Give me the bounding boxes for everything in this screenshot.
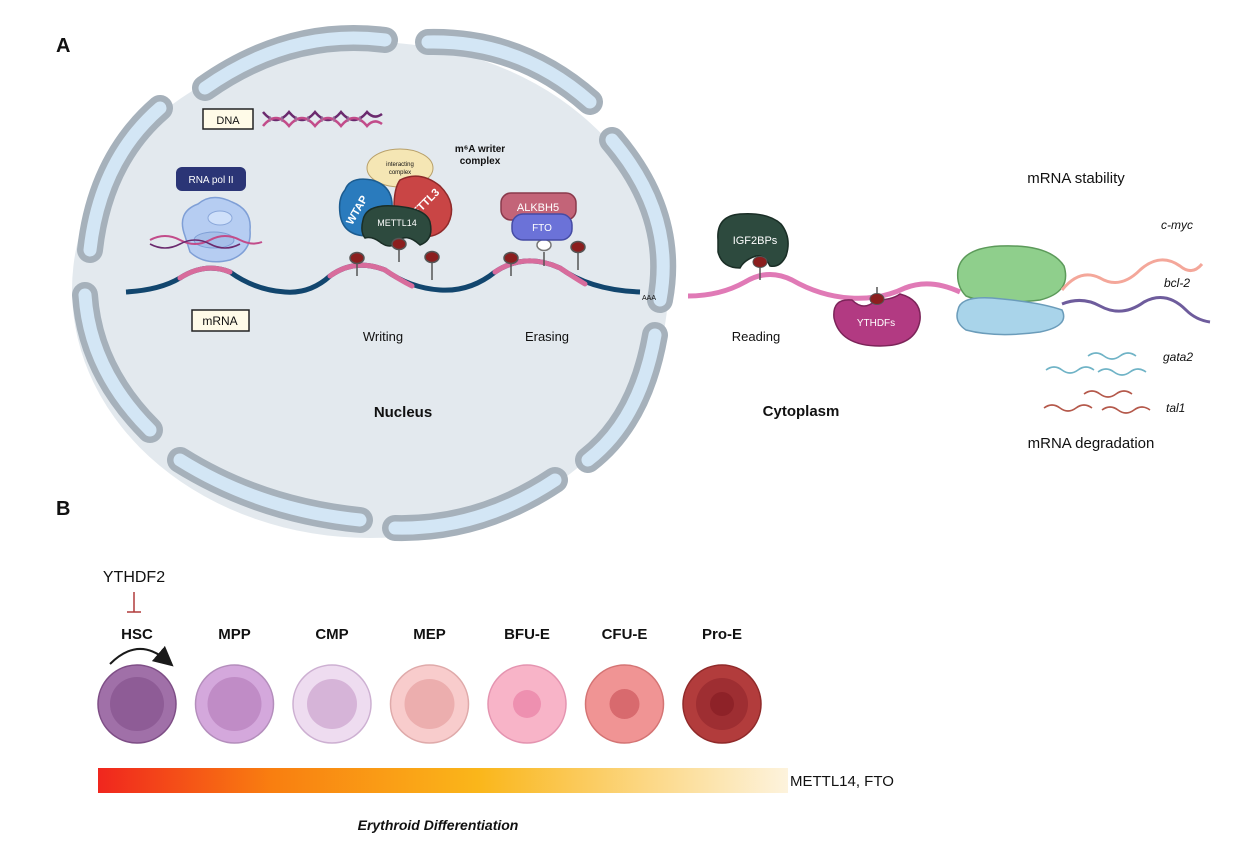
cell-cmp-nucleus xyxy=(307,679,357,729)
writer-complex: interacting complex WTAP METTL3 METTL14 xyxy=(338,148,453,247)
mrna-degradation-label: mRNA degradation xyxy=(1028,435,1155,452)
cell-hsc-nucleus xyxy=(110,677,164,731)
cell-bfu-e-nucleus xyxy=(513,690,541,718)
bcl2-mrna xyxy=(1061,296,1211,324)
alkbh5-label: ALKBH5 xyxy=(517,202,559,214)
ythdf2-inhibitor-label: YTHDF2 xyxy=(103,569,165,586)
rna-polymerase-icon xyxy=(149,196,263,263)
inhibition-symbol xyxy=(127,592,141,613)
rna-pol-ii-label: RNA pol II xyxy=(188,175,233,186)
nucleus-label: Nucleus xyxy=(374,404,432,421)
panel-a-label: A xyxy=(56,35,70,57)
interacting-complex-label-line2: complex xyxy=(389,170,411,176)
ythdfs-m6a-mark xyxy=(869,293,885,305)
polya-tail-label: AAA xyxy=(642,295,656,302)
writer-complex-label-line1: m⁶A writer xyxy=(455,144,505,155)
differentiation-gradient-bar xyxy=(98,768,788,793)
cytoplasm-label: Cytoplasm xyxy=(763,403,840,420)
writer-complex-label-line2: complex xyxy=(460,156,501,167)
igf2bps-label: IGF2BPs xyxy=(733,235,778,247)
fto-label: FTO xyxy=(532,223,552,234)
nucleus-interior xyxy=(72,42,668,538)
cell-label-hsc: HSC xyxy=(121,626,153,643)
dna-label: DNA xyxy=(216,115,240,127)
cell-label-mep: MEP xyxy=(413,626,446,643)
rna-pol-ii-label-box xyxy=(176,167,246,191)
cell-cfu-e-nucleus xyxy=(609,689,640,719)
cell-label-pro-e: Pro-E xyxy=(702,626,742,643)
cytoplasm-mrna-strand xyxy=(687,272,962,301)
gradient-label: METTL14, FTO xyxy=(790,773,894,790)
mrna-stability-label: mRNA stability xyxy=(1027,170,1125,187)
bcl2-label: bcl-2 xyxy=(1164,276,1190,290)
igf2bps-shape xyxy=(717,212,789,269)
cell-mep-nucleus xyxy=(404,679,455,729)
writing-label: Writing xyxy=(363,329,403,344)
dna-label-box xyxy=(202,108,254,130)
erasing-label: Erasing xyxy=(525,329,569,344)
mettl14-label: METTL14 xyxy=(377,218,417,228)
erythroid-differentiation-label: Erythroid Differentiation xyxy=(358,817,519,833)
mrna-label: mRNA xyxy=(202,314,237,328)
cmyc-label: c-myc xyxy=(1161,218,1193,232)
cell-pro-e-nucleus xyxy=(710,692,734,716)
self-renewal-arrow xyxy=(109,645,174,667)
fto-shape xyxy=(511,213,573,241)
cell-label-mpp: MPP xyxy=(218,626,251,643)
interacting-complex-label-line1: interacting xyxy=(386,162,414,168)
nuclear-envelope xyxy=(72,25,677,542)
ribosome-small-subunit xyxy=(956,297,1065,336)
ythdfs-label: YTHDFs xyxy=(857,318,895,329)
cell-label-bfu-e: BFU-E xyxy=(504,626,550,643)
cell-mpp-nucleus xyxy=(207,677,262,731)
cell-label-cmp: CMP xyxy=(315,626,348,643)
gata2-label: gata2 xyxy=(1163,350,1193,364)
cell-row: HSC MPP CMP MEP BFU-E CFU-E Pro-E xyxy=(97,626,762,744)
tal1-label: tal1 xyxy=(1166,401,1185,415)
cmyc-mrna xyxy=(1060,258,1204,291)
mettl14-shape xyxy=(361,205,432,247)
igf2bps-m6a-mark xyxy=(752,256,768,268)
tal1-fragments xyxy=(1043,390,1151,414)
mrna-label-box xyxy=(191,309,250,332)
reading-label: Reading xyxy=(732,329,780,344)
dna-helix-icon xyxy=(262,110,383,128)
cell-label-cfu-e: CFU-E xyxy=(602,626,648,643)
panel-b-label: B xyxy=(56,498,70,520)
m6a-marks xyxy=(349,237,586,280)
ythdfs-shape xyxy=(833,293,921,347)
gata2-fragments xyxy=(1045,352,1147,376)
ribosome-large-subunit xyxy=(956,245,1067,303)
